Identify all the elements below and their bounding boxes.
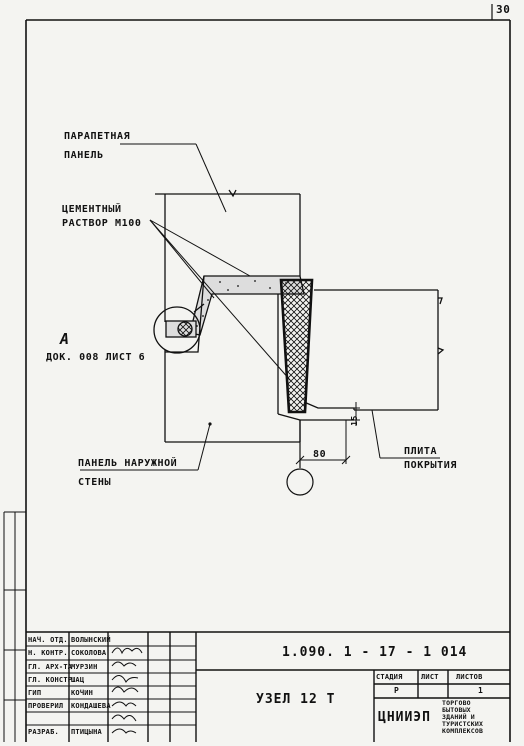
stage-value: Р [394,686,400,695]
sheet-header: ЛИСТ [421,673,439,681]
dimension-15 [350,402,360,426]
title-block-grid [26,631,510,742]
label-slab-line1: ПЛИТА [404,446,438,457]
dimension-15-label: 15 [349,415,359,426]
leader-dot-wall [208,422,212,426]
label-outer-wall-panel-line1: ПАНЕЛЬ НАРУЖНОЙ [78,458,178,469]
signatory-name: СОКОЛОВА [71,649,107,657]
leader-lines [80,143,440,471]
signatory-name: КОЧИН [71,689,94,697]
label-cement-mortar-line2: РАСТВОР М100 [62,218,142,229]
signatory-name: ПТИЦЫНА [71,728,102,736]
org-desc-line: БЫТОВЫХ [442,706,471,714]
page-number: 30 [496,3,511,16]
drawing-title: УЗЕЛ 12 Т [256,692,336,707]
signatory-role: ПРОВЕРИЛ [28,702,64,710]
org-description: ТОРГОВО БЫТОВЫХ ЗДАНИЙ И ТУРИСТСКИХ КОМП… [442,700,508,735]
label-cement-mortar-line1: ЦЕМЕНТНЫЙ [62,204,122,215]
signatory-role: РАЗРАБ. [28,728,59,736]
detail-bubble [153,303,205,354]
label-parapet-panel-line2: ПАНЕЛЬ [64,150,104,161]
outer-wall-panel [164,275,301,443]
label-detail-doc: ДОК. 008 ЛИСТ 6 [46,352,146,363]
org-desc-line: ЗДАНИЙ И [442,713,475,721]
organization-name: ЦНИИЭП [378,710,431,725]
signatory-role: ГИП [28,689,42,697]
label-slab-line2: ПОКРЫТИЯ [404,460,457,471]
label-detail-letter: А [60,330,70,348]
dimension-80-label: 80 [313,449,327,460]
signatory-role: ГЛ. АРХ-ТА [28,663,73,671]
sheets-header: ЛИСТОВ [456,673,483,681]
signatory-name: МУРЗИН [71,663,98,671]
label-parapet-panel-line1: ПАРАПЕТНАЯ [64,131,131,142]
stage-header: СТАДИЯ [376,673,403,681]
document-code: 1.090. 1 - 17 - 1 014 [282,645,468,660]
axis-marker [286,420,314,496]
roof-slab [300,289,445,421]
signature-marks [111,647,143,734]
label-outer-wall-panel-line2: СТЕНЫ [78,477,112,488]
signatory-role: Н. КОНТР. [28,649,68,657]
parapet-panel [155,189,301,322]
signatory-role: ГЛ. КОНСТР. [28,676,77,684]
signatory-role: НАЧ. ОТД. [28,636,68,644]
sealing-strip [279,278,314,414]
org-desc-line: КОМПЛЕКСОВ [442,727,484,735]
signatory-name: ШАЦ [71,676,85,684]
org-desc-line: ТОРГОВО [442,699,471,707]
sheets-value: 1 [478,686,484,695]
signatory-name: ВОЛЫНСКИЙ [71,636,111,644]
signatory-name: КОНДАШЕВА [71,702,111,710]
side-stamp [3,511,26,742]
dimension-80 [295,420,351,465]
org-desc-line: ТУРИСТСКИХ [442,720,484,728]
